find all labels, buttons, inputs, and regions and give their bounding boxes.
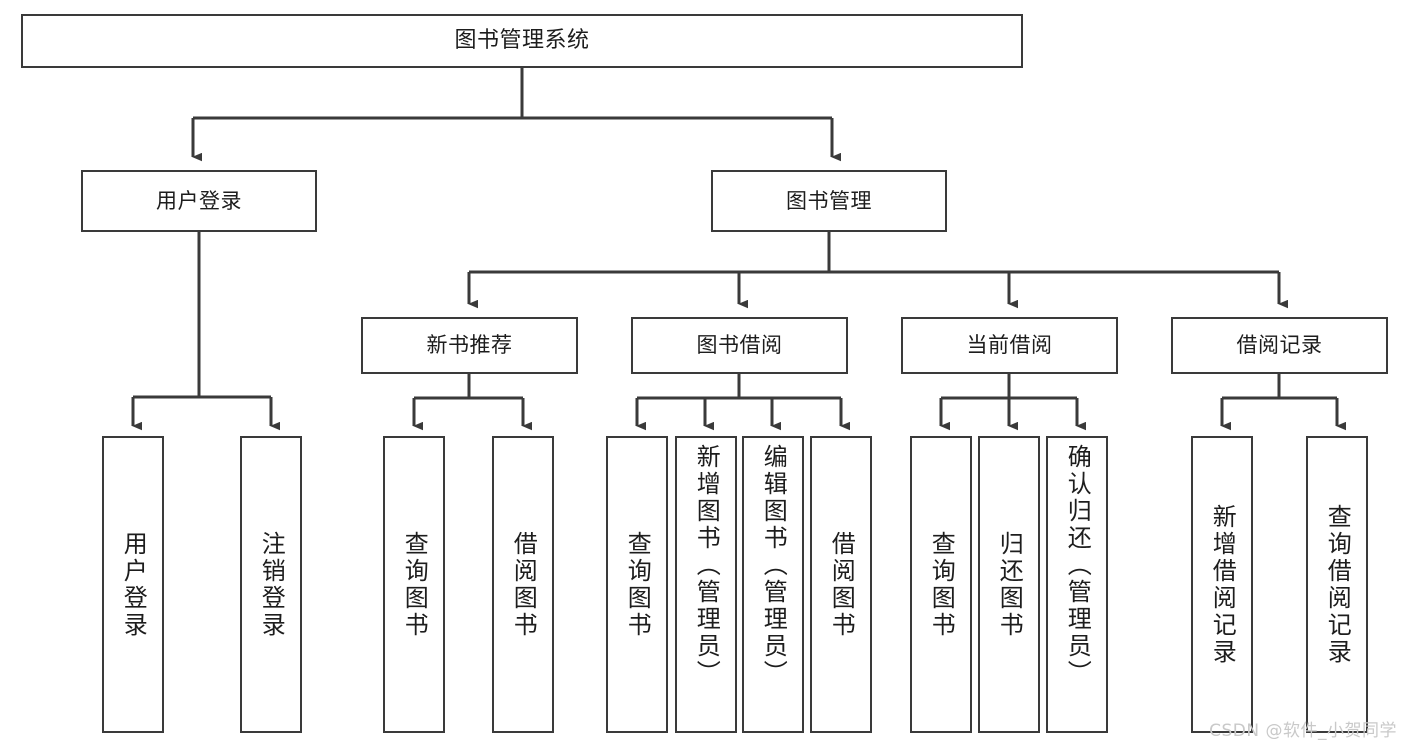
leaf-query-book-current[interactable]: 查询图书 [910,436,972,733]
node-root[interactable]: 图书管理系统 [21,14,1023,68]
leaf-borrow-book-recommend[interactable]: 借阅图书 [492,436,554,733]
leaf-confirm-return-admin-label: 确认归还（管理员） [1063,444,1092,687]
leaf-borrow-book-recommend-label: 借阅图书 [509,530,538,639]
node-book-borrow[interactable]: 图书借阅 [631,317,848,374]
leaf-query-book-recommend[interactable]: 查询图书 [383,436,445,733]
node-book-management-label: 图书管理 [786,188,872,213]
leaf-edit-book-admin-label: 编辑图书（管理员） [759,444,788,687]
node-user-login-label: 用户登录 [156,188,242,213]
watermark-text: CSDN @软件_小贺同学 [1209,721,1397,741]
leaf-logout[interactable]: 注销登录 [240,436,302,733]
leaf-edit-book-admin[interactable]: 编辑图书（管理员） [742,436,804,733]
node-new-book-recommend[interactable]: 新书推荐 [361,317,578,374]
leaf-logout-label: 注销登录 [257,530,286,639]
leaf-add-book-admin[interactable]: 新增图书（管理员） [675,436,737,733]
node-current-borrow[interactable]: 当前借阅 [901,317,1118,374]
leaf-query-book-current-label: 查询图书 [927,530,956,639]
leaf-query-book-borrow[interactable]: 查询图书 [606,436,668,733]
leaf-user-login-label: 用户登录 [119,530,148,639]
leaf-return-book[interactable]: 归还图书 [978,436,1040,733]
node-borrow-record-label: 借阅记录 [1236,333,1323,358]
leaf-query-borrow-record[interactable]: 查询借阅记录 [1306,436,1368,733]
leaf-return-book-label: 归还图书 [995,530,1024,639]
leaf-query-book-borrow-label: 查询图书 [623,530,652,639]
node-borrow-record[interactable]: 借阅记录 [1171,317,1388,374]
leaf-borrow-book-label: 借阅图书 [827,530,856,639]
leaf-query-borrow-record-label: 查询借阅记录 [1323,503,1352,666]
node-new-book-recommend-label: 新书推荐 [426,333,513,358]
leaf-confirm-return-admin[interactable]: 确认归还（管理员） [1046,436,1108,733]
node-root-label: 图书管理系统 [454,28,590,54]
leaf-query-book-recommend-label: 查询图书 [400,530,429,639]
node-book-management[interactable]: 图书管理 [711,170,947,232]
leaf-user-login[interactable]: 用户登录 [102,436,164,733]
leaf-borrow-book[interactable]: 借阅图书 [810,436,872,733]
node-user-login[interactable]: 用户登录 [81,170,317,232]
node-book-borrow-label: 图书借阅 [696,333,783,358]
leaf-add-borrow-record-label: 新增借阅记录 [1208,503,1237,666]
node-current-borrow-label: 当前借阅 [966,333,1053,358]
leaf-add-borrow-record[interactable]: 新增借阅记录 [1191,436,1253,733]
leaf-add-book-admin-label: 新增图书（管理员） [692,444,721,687]
